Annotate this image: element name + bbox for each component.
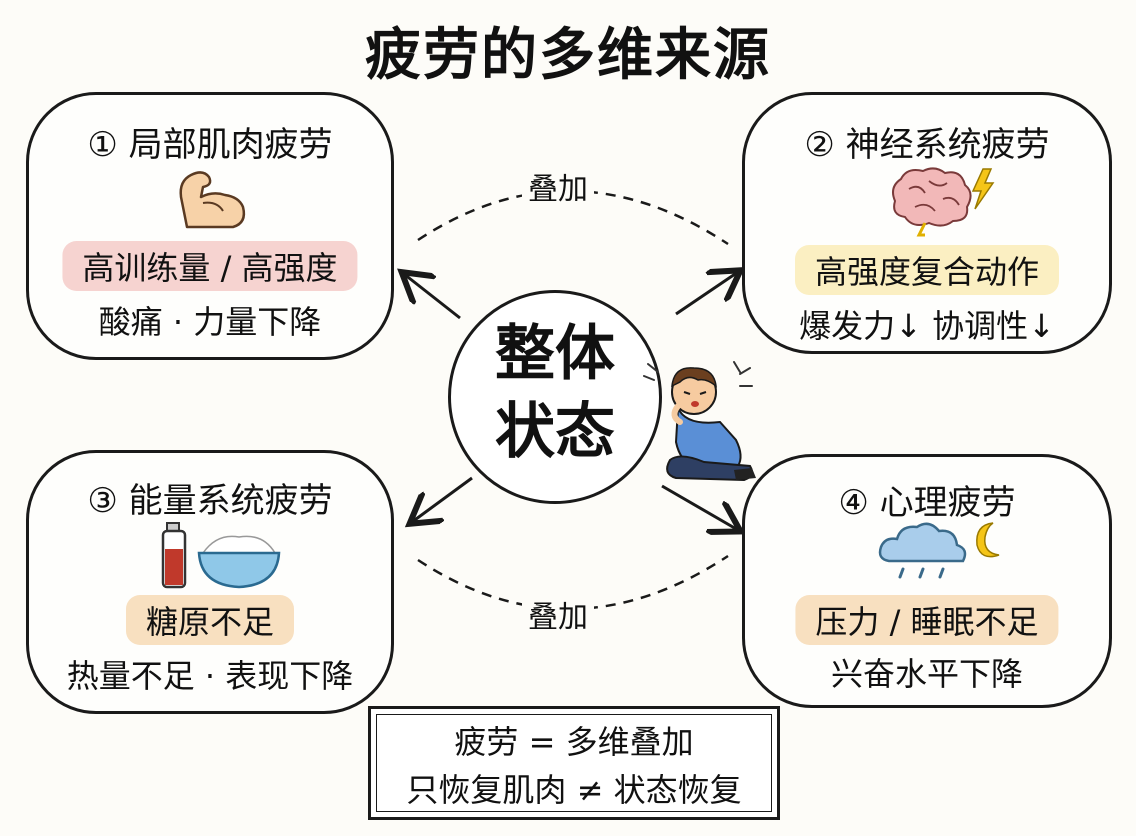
arrow-to-energy	[412, 476, 473, 522]
center-label-line1: 整体	[495, 319, 615, 389]
card-energy-fatigue: ③ 能量系统疲劳 糖原不足 热量不足 · 表现下降	[26, 450, 394, 714]
arrow-to-muscle	[404, 274, 461, 320]
card-title: ① 局部肌肉疲劳	[87, 125, 333, 165]
card-effect: 酸痛 · 力量下降	[98, 303, 322, 341]
card-nervous-fatigue: ② 神经系统疲劳 高强度复合动作 爆发力↓ 协调性↓	[742, 92, 1112, 354]
center-label: 整体 状态	[451, 315, 659, 471]
highlight-cause: 糖原不足	[125, 595, 295, 645]
card-effect: 爆发力↓ 协调性↓	[799, 307, 1055, 345]
overlap-label-bottom: 叠加	[522, 592, 594, 636]
highlight-cause: 压力 / 睡眠不足	[795, 595, 1059, 645]
card-title: ③ 能量系统疲劳	[87, 481, 333, 521]
drink-and-rice-bowl-icon	[161, 522, 281, 589]
card-title: ② 神经系统疲劳	[804, 125, 1050, 165]
summary-box: 疲劳 = 多维叠加 只恢复肌肉 ≠ 状态恢复	[368, 706, 780, 820]
card-effect: 热量不足 · 表现下降	[66, 657, 354, 695]
center-overall-state: 整体 状态	[448, 290, 662, 504]
highlight-cause: 高训练量 / 高强度	[62, 241, 358, 291]
card-title: ④ 心理疲劳	[838, 483, 1016, 523]
page-title: 疲劳的多维来源	[365, 23, 771, 88]
arrow-to-mental	[661, 484, 738, 530]
brain-lightning-icon	[892, 167, 995, 237]
tired-person-icon	[643, 361, 756, 482]
summary-line1: 疲劳 = 多维叠加	[454, 723, 694, 761]
highlight-cause: 高强度复合动作	[794, 245, 1060, 295]
summary-line2: 只恢复肌肉 ≠ 状态恢复	[406, 771, 742, 809]
overlap-label-top: 叠加	[522, 164, 594, 208]
flexed-arm-icon	[179, 171, 246, 229]
card-mental-fatigue: ④ 心理疲劳 压力 / 睡眠不足 兴奋水平下降	[742, 454, 1112, 708]
rain-cloud-moon-icon	[878, 522, 1000, 579]
card-muscle-fatigue: ① 局部肌肉疲劳 高训练量 / 高强度 酸痛 · 力量下降	[26, 92, 394, 360]
center-label-line2: 状态	[495, 397, 615, 467]
arrow-to-nervous	[675, 272, 738, 316]
card-effect: 兴奋水平下降	[830, 655, 1023, 693]
